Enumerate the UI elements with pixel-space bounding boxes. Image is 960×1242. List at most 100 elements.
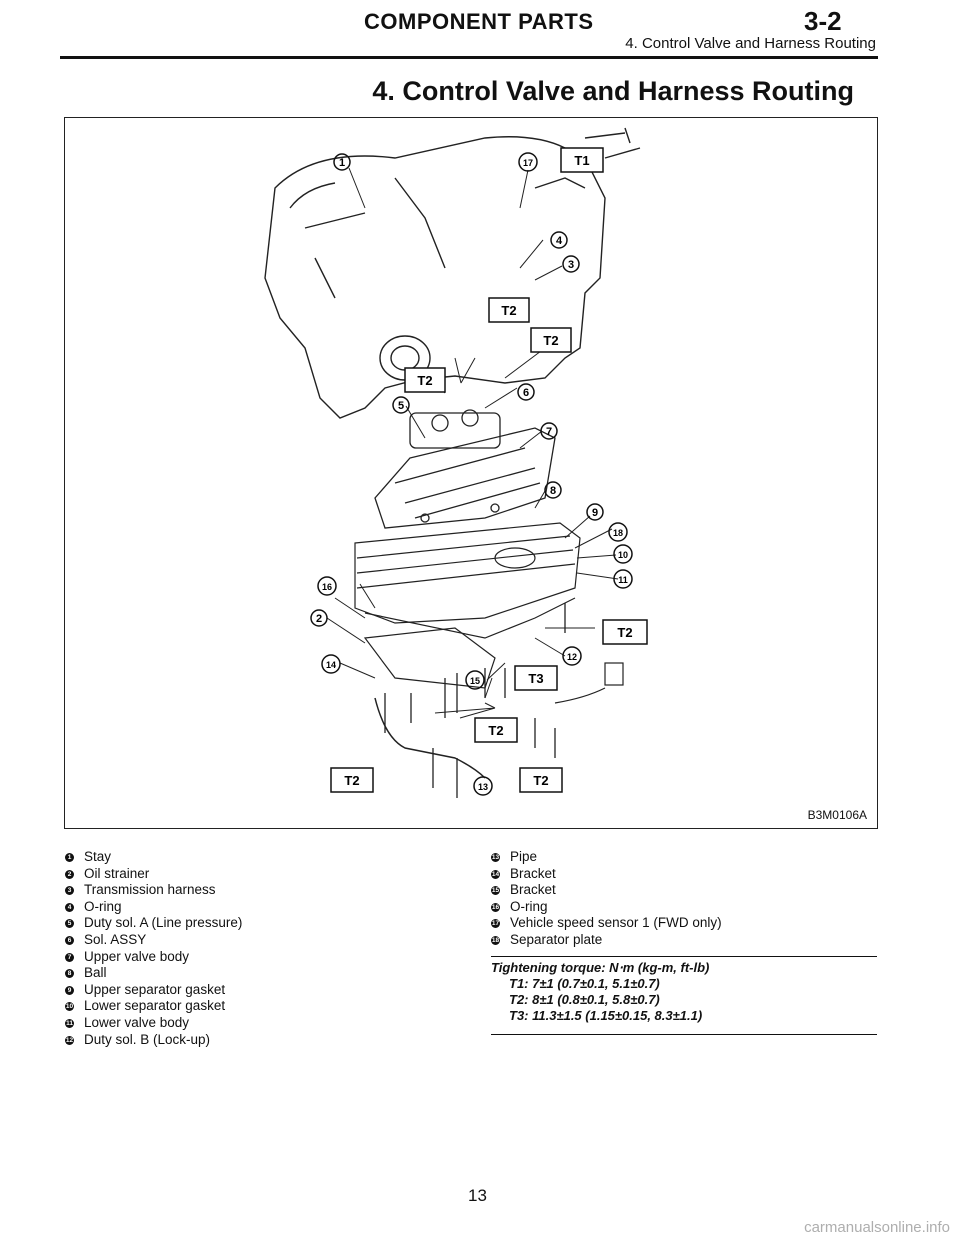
legend-label: Bracket: [510, 882, 556, 898]
torque-spec: Tightening torque: N⋅m (kg-m, ft-lb) T1:…: [491, 956, 877, 1035]
callout-8: 8: [544, 481, 562, 499]
legend-number-badge: 16: [491, 902, 500, 912]
valve-plate-stack: [354, 522, 581, 639]
section-title: 4. Control Valve and Harness Routing: [372, 76, 854, 106]
legend-number-badge: 12: [65, 1035, 74, 1045]
figure-box: 1 17 4 3 6 5 7 8 9 18 10 11 16 2 12 14 1…: [64, 117, 878, 829]
legend-number-badge: 7: [65, 952, 74, 962]
svg-text:9: 9: [592, 507, 598, 519]
torque-t3: T3: 11.3±1.5 (1.15±0.15, 8.3±1.1): [509, 1008, 703, 1023]
legend-label: Stay: [84, 849, 112, 864]
legend-item: 13 Pipe: [491, 849, 722, 866]
legend-number-badge: 11: [65, 1018, 74, 1028]
header-subtitle: 4. Control Valve and Harness Routing: [625, 35, 876, 52]
callout-9: 9: [586, 503, 604, 521]
callout-2: 2: [310, 609, 328, 627]
leader-lines: [326, 167, 619, 719]
svg-text:5: 5: [398, 400, 404, 412]
torque-box-t3: T3: [514, 665, 558, 691]
bolts: [384, 603, 566, 798]
exploded-diagram: 1 17 4 3 6 5 7 8 9 18 10 11 16 2 12 14 1…: [264, 127, 648, 798]
legend-number-badge: 13: [491, 853, 500, 862]
legend-item: 8 Ball: [65, 965, 242, 982]
svg-text:4: 4: [556, 235, 563, 247]
torque-box-t2-g: T2: [519, 767, 563, 793]
callout-10: 10: [613, 544, 633, 564]
callout-5: 5: [392, 396, 410, 414]
legend-number-badge: 15: [491, 886, 500, 896]
upper-valve-body: [374, 427, 556, 529]
torque-heading: Tightening torque: N⋅m (kg-m, ft-lb): [491, 960, 710, 975]
callout-11: 11: [613, 569, 633, 589]
legend-label: Duty sol. A (Line pressure): [84, 915, 243, 931]
torque-box-t2-e: T2: [474, 717, 518, 743]
legend-number-badge: 14: [491, 869, 500, 879]
legend-label: O-ring: [510, 898, 548, 914]
svg-text:8: 8: [550, 485, 556, 497]
legend-label: Transmission harness: [84, 882, 216, 898]
svg-text:3: 3: [568, 259, 574, 271]
header-rule: [60, 56, 878, 59]
legend-label: Pipe: [510, 849, 538, 864]
legend-label: Sol. ASSY: [84, 931, 147, 947]
torque-box-t2-d: T2: [602, 619, 648, 645]
page-number: 13: [468, 1186, 487, 1205]
torque-box-t1: T1: [560, 147, 604, 173]
callout-6: 6: [517, 383, 535, 401]
svg-text:T2: T2: [543, 333, 558, 348]
legend-label: Upper valve body: [84, 948, 190, 964]
legend-number-badge: 9: [65, 985, 74, 995]
svg-text:12: 12: [567, 652, 577, 662]
svg-text:T1: T1: [574, 153, 589, 168]
figure-code: B3M0106A: [807, 808, 867, 822]
header-title: COMPONENT PARTS: [364, 9, 594, 34]
callout-15: 15: [465, 670, 485, 690]
legend-item: 12 Duty sol. B (Lock-up): [65, 1032, 242, 1049]
svg-text:16: 16: [322, 582, 332, 592]
pipe: [374, 697, 486, 779]
legend-number-badge: 3: [65, 886, 74, 896]
svg-text:T2: T2: [488, 723, 503, 738]
svg-text:T2: T2: [417, 373, 432, 388]
callouts: 1 17 4 3 6 5 7 8 9 18 10 11 16 2 12 14 1…: [310, 152, 633, 796]
section-number: 3-2: [804, 6, 842, 36]
torque-box-t2-c: T2: [404, 367, 446, 393]
oil-strainer: [363, 627, 496, 689]
callout-4: 4: [550, 231, 568, 249]
legend-label: Duty sol. B (Lock-up): [84, 1031, 211, 1047]
legend-label: Oil strainer: [84, 865, 150, 881]
legend-label: Lower valve body: [84, 1014, 190, 1030]
svg-text:T2: T2: [533, 773, 548, 788]
legend-number-badge: 17: [491, 919, 500, 929]
legend-item: 3 Transmission harness: [65, 882, 242, 899]
svg-text:6: 6: [523, 387, 529, 399]
callout-7: 7: [540, 422, 558, 440]
legend-label: Vehicle speed sensor 1 (FWD only): [510, 915, 722, 931]
callout-3: 3: [562, 255, 580, 273]
svg-text:13: 13: [478, 782, 488, 792]
callout-14: 14: [321, 654, 341, 674]
legend-label: O-ring: [84, 898, 122, 914]
svg-text:15: 15: [470, 676, 480, 686]
watermark: carmanualsonline.info: [804, 1219, 950, 1236]
callout-17: 17: [518, 152, 538, 172]
legend-item: 5 Duty sol. A (Line pressure): [65, 915, 242, 932]
callout-12: 12: [562, 646, 582, 666]
legend-label: Bracket: [510, 865, 556, 881]
legend-number-badge: 4: [65, 902, 74, 912]
legend-number-badge: 5: [65, 919, 74, 929]
legend-number-badge: 10: [65, 1002, 74, 1012]
svg-text:2: 2: [316, 613, 322, 625]
callout-16: 16: [317, 576, 337, 596]
torque-box-t2-b: T2: [530, 327, 572, 353]
svg-text:T2: T2: [344, 773, 359, 788]
torque-labels: T1 T2 T2 T2 T2 T3 T2 T2 T2: [330, 147, 648, 793]
harness-connector: [554, 662, 624, 704]
svg-text:T2: T2: [617, 625, 632, 640]
legend-number-badge: 8: [65, 969, 74, 979]
legend-label: Ball: [84, 965, 107, 981]
